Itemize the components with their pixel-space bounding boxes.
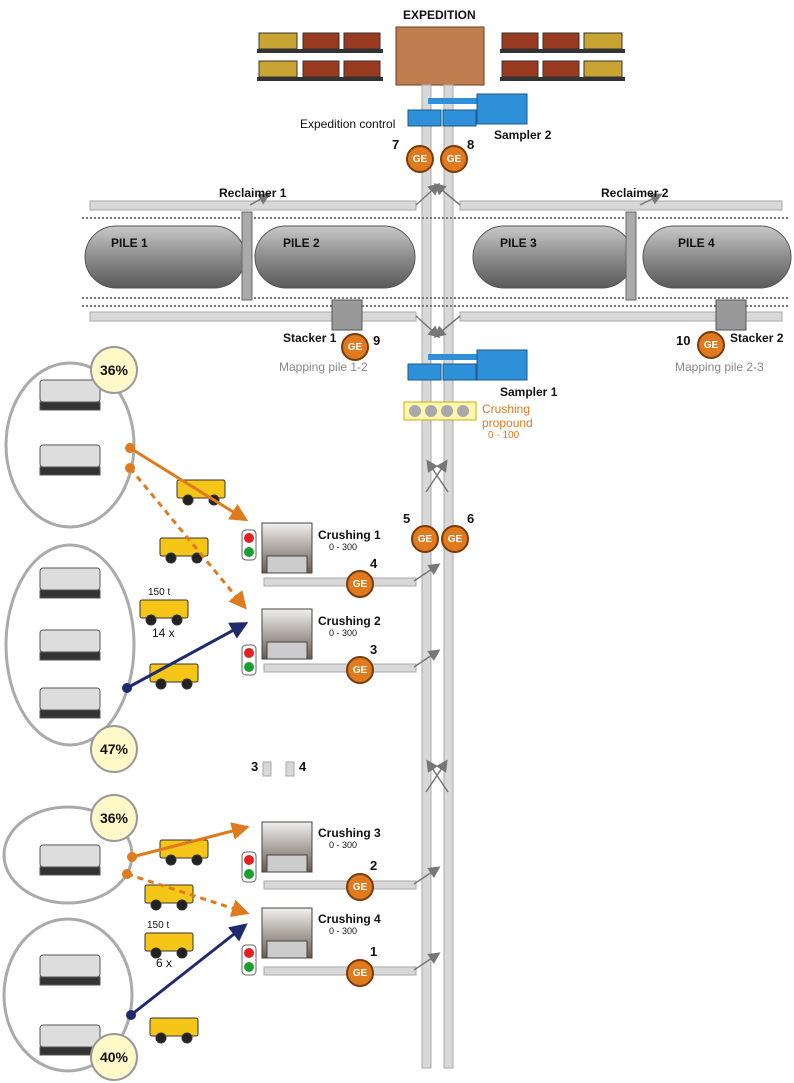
crushing-propound-range: 0 - 100 bbox=[488, 430, 520, 441]
pile-3 bbox=[472, 225, 634, 289]
ge-number-3: 3 bbox=[370, 642, 378, 657]
crushing-4-range: 0 - 300 bbox=[329, 926, 358, 936]
crushing-2-label: Crushing 2 bbox=[318, 614, 381, 628]
excavator-group-4 bbox=[2, 917, 134, 1073]
expedition-building bbox=[395, 26, 485, 86]
crushing-propound-label-2: propound bbox=[482, 416, 533, 430]
pile-3-label: PILE 3 bbox=[500, 236, 537, 250]
reclaimer-conveyors bbox=[82, 200, 790, 322]
sampler-1-label: Sampler 1 bbox=[500, 385, 558, 399]
ge-number-10: 10 bbox=[676, 333, 691, 348]
conveyor-stub-4 bbox=[285, 761, 295, 777]
reclaimer-2-label: Reclaimer 2 bbox=[601, 186, 669, 200]
conveyor-stub-3 bbox=[262, 761, 272, 777]
crushing-1-range: 0 - 300 bbox=[329, 542, 358, 552]
transfer-arrows-top bbox=[249, 182, 663, 339]
ge-number-6: 6 bbox=[467, 511, 475, 526]
ge-badge-7: GE bbox=[406, 145, 434, 173]
mapping-pile-1-2-label: Mapping pile 1-2 bbox=[279, 360, 368, 374]
reclaimer-2-bridge bbox=[625, 211, 637, 301]
ge-badge-3: GE bbox=[346, 656, 374, 684]
percent-badge-1: 36% bbox=[90, 346, 138, 394]
ge-badge-2: GE bbox=[346, 873, 374, 901]
pile-4-label: PILE 4 bbox=[678, 236, 715, 250]
pile-2 bbox=[254, 225, 416, 289]
excavator-group-2 bbox=[4, 543, 136, 747]
conveyor-stub-4-number: 4 bbox=[299, 759, 307, 774]
feed-arrows bbox=[413, 563, 441, 971]
stacker-1-label: Stacker 1 bbox=[283, 331, 337, 345]
sampler-1 bbox=[407, 349, 528, 381]
crushing-propound-unit bbox=[403, 401, 477, 421]
crushing-1-label: Crushing 1 bbox=[318, 528, 381, 542]
reclaimer-1-bridge bbox=[241, 211, 253, 301]
train-bottom-left bbox=[257, 60, 383, 81]
excavators bbox=[39, 379, 101, 1056]
ge-number-9: 9 bbox=[373, 333, 381, 348]
ge-badge-8: GE bbox=[440, 145, 468, 173]
pile-1 bbox=[84, 225, 246, 289]
crossover-arrows bbox=[425, 459, 449, 793]
sampler-2-label: Sampler 2 bbox=[494, 128, 552, 142]
ge-number-2: 2 bbox=[370, 858, 378, 873]
truck-capacity-2: 150 t bbox=[147, 920, 170, 931]
trucks bbox=[139, 479, 226, 1044]
expedition-control-label: Expedition control bbox=[300, 117, 396, 131]
traffic-lights bbox=[241, 529, 257, 976]
sampler-2 bbox=[407, 93, 528, 127]
ge-number-8: 8 bbox=[467, 137, 475, 152]
pile-4 bbox=[642, 225, 792, 289]
main-conveyors bbox=[421, 84, 454, 1069]
crushing-2-range: 0 - 300 bbox=[329, 628, 358, 638]
truck-count-2: 6 x bbox=[156, 956, 173, 970]
ge-badge-10: GE bbox=[697, 331, 725, 359]
truck-capacity-1: 150 t bbox=[148, 587, 171, 598]
percent-badge-4: 40% bbox=[90, 1033, 138, 1081]
pile-1-label: PILE 1 bbox=[111, 236, 148, 250]
ge-number-1: 1 bbox=[370, 944, 378, 959]
ge-badge-1: GE bbox=[346, 959, 374, 987]
ge-number-4: 4 bbox=[370, 556, 378, 571]
pile-2-label: PILE 2 bbox=[283, 236, 320, 250]
percent-badge-3: 36% bbox=[90, 794, 138, 842]
crushing-4-label: Crushing 4 bbox=[318, 912, 381, 926]
train-top-right bbox=[500, 32, 625, 53]
ge-badge-6: GE bbox=[441, 525, 469, 553]
stacker-2-label: Stacker 2 bbox=[730, 331, 784, 345]
percent-badge-2: 47% bbox=[90, 725, 138, 773]
ge-number-5: 5 bbox=[403, 511, 411, 526]
conveyor-stub-3-number: 3 bbox=[251, 759, 259, 774]
crushing-3-range: 0 - 300 bbox=[329, 840, 358, 850]
stacker-1 bbox=[331, 299, 363, 331]
expedition-title: EXPEDITION bbox=[403, 8, 476, 22]
ge-badge-4: GE bbox=[346, 570, 374, 598]
stacker-2 bbox=[715, 299, 747, 331]
train-top-left bbox=[257, 32, 383, 53]
flow-arrows bbox=[122, 443, 250, 1020]
crushing-propound-label-1: Crushing bbox=[482, 402, 531, 416]
ge-number-7: 7 bbox=[392, 137, 400, 152]
mapping-pile-2-3-label: Mapping pile 2-3 bbox=[675, 360, 764, 374]
crushing-3-label: Crushing 3 bbox=[318, 826, 381, 840]
truck-count-1: 14 x bbox=[152, 626, 175, 640]
train-bottom-right bbox=[500, 60, 625, 81]
crusher-units bbox=[261, 522, 417, 976]
ge-badge-9: GE bbox=[341, 333, 369, 361]
ge-badge-5: GE bbox=[411, 525, 439, 553]
reclaimer-1-label: Reclaimer 1 bbox=[219, 186, 287, 200]
